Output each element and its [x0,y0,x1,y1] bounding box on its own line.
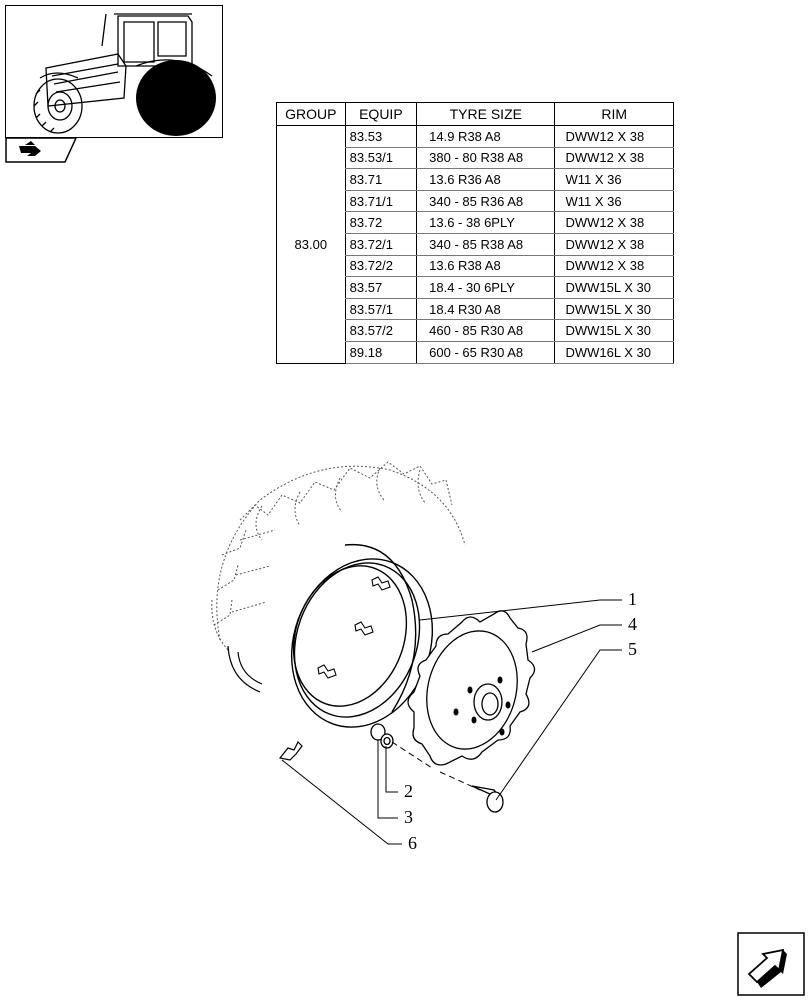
equip-cell: 83.72/2 [344,255,417,278]
tyre-size-cell: 18.4 R30 A8 [416,298,555,321]
equip-cell: 83.71 [344,168,417,191]
table-row: 83.71 13.6 R36 A8 W11 X 36 [277,168,674,191]
group-cell: 83.00 [276,125,346,364]
rim-cell: DWW12 X 38 [554,125,674,148]
valve [278,740,303,761]
callout-1: 1 [628,589,637,609]
next-page-arrow-icon [737,932,805,996]
tyre-lower [227,645,263,693]
rim-cell: DWW16L X 30 [554,341,674,364]
table-row: 89.18 600 - 65 R30 A8 DWW16L X 30 [277,341,674,364]
callout-2: 2 [404,781,413,801]
table-row: 83.57 18.4 - 30 6PLY DWW15L X 30 [277,276,674,299]
table-row: 83.72/2 13.6 R38 A8 DWW12 X 38 [277,255,674,278]
rim-cell: DWW15L X 30 [554,276,674,299]
callout-6: 6 [408,833,417,853]
tyre-size-cell: 13.6 - 38 6PLY [416,211,555,234]
rim-cell: W11 X 36 [554,168,674,191]
equip-cell: 83.57/2 [344,319,417,342]
callout-5: 5 [628,639,637,659]
equip-cell: 83.71/1 [344,190,417,213]
tyre-size-cell: 14.9 R38 A8 [416,125,555,148]
rim-cell: DWW15L X 30 [554,298,674,321]
header-rim: RIM [554,102,674,126]
table-row: 83.53/1 380 - 80 R38 A8 DWW12 X 38 [277,147,674,170]
header-group: GROUP [276,102,346,126]
equip-cell: 83.57/1 [344,298,417,321]
disc-bolt-holes [453,676,511,736]
equip-cell: 83.53 [344,125,417,148]
tyre-rim-table: GROUP EQUIP TYRE SIZE RIM 83.00 83.53 14… [276,102,674,364]
tyre-size-cell: 13.6 R36 A8 [416,168,555,191]
tractor-thumbnail [5,5,223,138]
rim-cell: DWW12 X 38 [554,255,674,278]
rim-cell: DWW12 X 38 [554,211,674,234]
tyre-size-cell: 340 - 85 R36 A8 [416,190,555,213]
tyre-size-cell: 18.4 - 30 6PLY [416,276,555,299]
wheel-exploded-diagram: 1 4 5 2 3 6 [211,461,637,853]
equip-cell: 89.18 [344,341,417,364]
equip-cell: 83.53/1 [344,147,417,170]
tractor-rear-wheel-icon [33,13,216,136]
header-equip: EQUIP [344,102,418,126]
table-header-row: GROUP EQUIP TYRE SIZE RIM [276,102,674,126]
table-row: 83.57/2 460 - 85 R30 A8 DWW15L X 30 [277,319,674,342]
table-row: 83.71/1 340 - 85 R36 A8 W11 X 36 [277,190,674,213]
header-tyre-size: TYRE SIZE [416,102,556,126]
next-page-button[interactable] [737,932,805,996]
previous-page-arrow-icon [5,137,78,163]
rim-cell: DWW12 X 38 [554,147,674,170]
equip-cell: 83.57 [344,276,417,299]
previous-page-button[interactable] [5,137,78,163]
rim-slots [317,576,391,679]
nut-and-washer [370,723,394,749]
tyre-outline [211,461,466,651]
tyre-size-cell: 13.6 R38 A8 [416,255,555,278]
table-row: 83.72 13.6 - 38 6PLY DWW12 X 38 [277,211,674,234]
tyre-size-cell: 600 - 65 R30 A8 [416,341,555,364]
tyre-size-cell: 460 - 85 R30 A8 [416,319,555,342]
table-row: 83.72/1 340 - 85 R38 A8 DWW12 X 38 [277,233,674,256]
callout-4: 4 [628,614,637,634]
equip-cell: 83.72 [344,211,417,234]
table-row: 83.57/1 18.4 R30 A8 DWW15L X 30 [277,298,674,321]
bolt [471,785,504,813]
table-row: 83.00 83.53 14.9 R38 A8 DWW12 X 38 [276,125,674,364]
tyre-size-cell: 380 - 80 R38 A8 [416,147,555,170]
callout-3: 3 [404,807,413,827]
tyre-size-cell: 340 - 85 R38 A8 [416,233,555,256]
axis-lines [391,741,481,791]
leader-lines [281,599,622,845]
rim-cell: DWW15L X 30 [554,319,674,342]
equip-cell: 83.72/1 [344,233,417,256]
rim-cell: DWW12 X 38 [554,233,674,256]
rim-cell: W11 X 36 [554,190,674,213]
